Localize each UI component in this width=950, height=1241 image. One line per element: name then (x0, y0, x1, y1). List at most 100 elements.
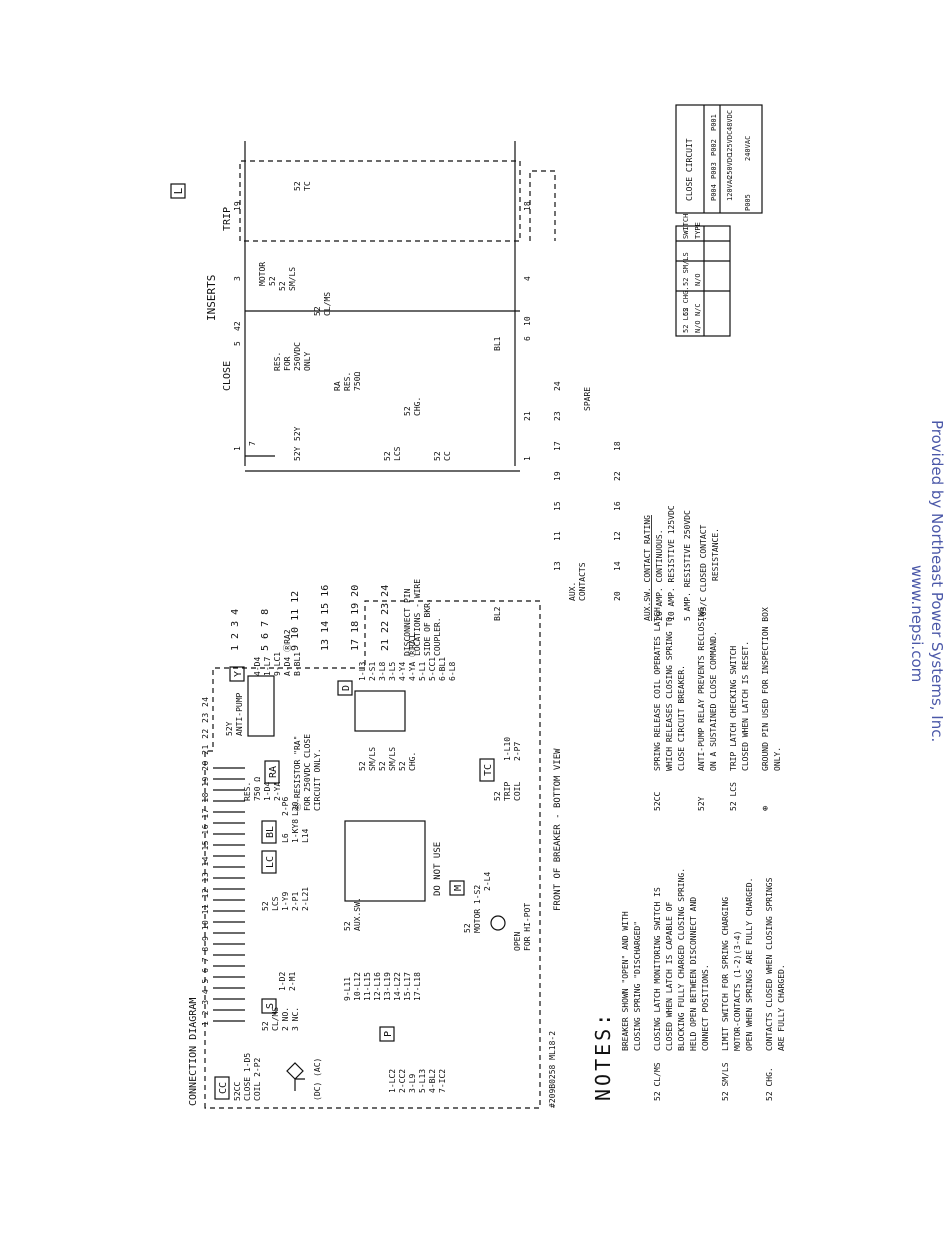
d-ref5: 4-YA ⓇRA1 (408, 634, 417, 681)
note-left0-1: CLOSED WHEN LATCH IS CAPABLE OF (665, 902, 674, 1051)
d-switch-symbol (354, 690, 406, 732)
res-note-2: 250VDC (293, 342, 302, 371)
note-right0-1: WHICH RELEASES CLOSING SPRING TO (665, 617, 674, 771)
sch-label-2: 52 (313, 306, 322, 316)
term-bot-3: 10 (523, 316, 532, 326)
ra-note0: Ⓡ-RESISTOR "RA" (293, 736, 302, 811)
note-right2-key: 52 LCS (729, 782, 738, 811)
box-ra-label: RA (268, 766, 279, 778)
s-ref1: 1-D2 (278, 972, 287, 991)
res-note-3: ONLY (303, 352, 312, 371)
cc-row3-0: P004 (710, 184, 718, 201)
disconnect-caption-1: LOCATIONS - WIRE (413, 579, 422, 656)
note-left1-1: MOTOR-CONTACTS (1-2)(3-4) (733, 931, 742, 1051)
bl-res2: 1-D4 (263, 782, 272, 801)
switch-row1-0: 52 CHG. (682, 286, 690, 316)
p-col2-2: 11-L15 (363, 972, 372, 1001)
d-label2: 52 (378, 761, 387, 771)
note-left1-0: LIMIT SWITCH FOR SPRING CHARGING (721, 897, 730, 1051)
bl-ref1: 1-KY8 (291, 819, 300, 843)
y-line1: ANTI-PUMP (235, 692, 244, 736)
sch-label-20: BL2 (493, 606, 502, 621)
note-left0-key: 52 CL/MS (653, 1062, 662, 1101)
aux-terminals: 13 11 15 19 17 23 24 14 12 16 22 18 20 (553, 381, 622, 601)
open-hipot-0: OPEN (513, 932, 522, 951)
p-col1-3: 5-L13 (418, 1069, 427, 1093)
note-left0-0: CLOSING LATCH MONITORING SWITCH IS (653, 887, 662, 1051)
cc-row1-1: 125VDC (726, 131, 734, 156)
switch-row2-1: N/O (694, 320, 702, 333)
spare-label: SPARE (583, 387, 592, 411)
tc-ref0: 1-L10 (503, 737, 512, 761)
bl-ref4: L20 (291, 801, 300, 816)
terminal-stubs (213, 767, 245, 1022)
aux-term-6: 24 (553, 381, 562, 391)
y-ref4: B-BL1 (293, 652, 302, 676)
tc-line1: TRIP (503, 782, 512, 801)
aux-term-4: 17 (553, 441, 562, 451)
box-y-label: Y (233, 671, 244, 677)
term-bot-4: 4 (523, 276, 532, 281)
p-col2-4: 13-L19 (383, 972, 392, 1001)
term-bot-1: 1 (523, 456, 532, 461)
switch-row1-1: N/C (694, 303, 702, 316)
cc-row0-1: 48VDC (726, 110, 734, 131)
aux-sw-0: 52 (343, 921, 352, 931)
box-lc (261, 850, 277, 874)
sch-label-0: 52 (278, 281, 287, 291)
ra-note1: FOR 250VDC CLOSE (303, 734, 312, 811)
bl-res0: RES. (243, 782, 252, 801)
rotated-drawing: CONNECTION DIAGRAM L 1 2 3 4 5 6 7 8 9 1… (170, 104, 786, 1109)
sch-label-9: CHG. (413, 397, 422, 416)
cc-row2-0: P003 (710, 162, 718, 179)
rating-0: 20 AMP. CONTINUOUS. (655, 529, 664, 621)
box-y (229, 666, 245, 682)
rating-4: RESISTANCE. (711, 528, 720, 581)
disconnect-caption-0: DISCONNECT PIN (403, 588, 412, 656)
sch-label-13: CC (443, 451, 452, 461)
aux-contacts-0: AUX. (568, 582, 577, 601)
cc-line3: COIL 2-P2 (253, 1057, 262, 1101)
y-ref1: 1-L7 (263, 657, 272, 676)
schematic-inserts: INSERTS (205, 275, 218, 321)
schematic-close: CLOSE (222, 361, 233, 391)
term-bot-2: 6 (523, 336, 532, 341)
box-m-label: M (453, 885, 464, 891)
note-right3-0: GROUND PIN USED FOR INSPECTION BOX (761, 607, 770, 771)
sch-label-18: 750Ω (353, 372, 362, 391)
watermark-line1: Provided by Northeast Power Systems, Inc… (928, 420, 946, 742)
d-label4: 52 (398, 761, 407, 771)
anti-pump-relay-symbol (247, 675, 275, 737)
box-p (379, 1026, 395, 1042)
front-label: FRONT OF BREAKER - BOTTOM VIEW (553, 748, 563, 911)
aux-term-7: 14 (613, 561, 622, 571)
d-ref8: 6-BL1 (438, 657, 447, 681)
notes-title: NOTES: (591, 1011, 615, 1101)
note-right0-key: 52CC (653, 792, 662, 811)
do-not-use: DO NOT USE (433, 842, 443, 896)
disconnect-caption-3: COUPLER. (433, 617, 442, 656)
box-ra (264, 760, 280, 784)
aux-term-8: 12 (613, 531, 622, 541)
lc-ref3: 2-L21 (301, 887, 310, 911)
box-l (170, 183, 186, 199)
sch-label-11: LCS (393, 446, 402, 461)
disconnect-caption-2: SIDE OF BKR. (423, 598, 432, 656)
lc-line2: LCS (271, 896, 280, 911)
d-ref4: 4-Y4 (398, 662, 407, 681)
p-col1-4: 4-BL2 (428, 1069, 437, 1093)
box-bl (261, 820, 277, 844)
sch-label-14: 52 (293, 181, 302, 191)
sch-label-4: 52 (268, 276, 277, 286)
box-tc-label: TC (483, 764, 494, 776)
term-bot-5: 18 (523, 201, 532, 211)
term-top-3: 42 (233, 321, 242, 331)
aux-term-10: 22 (613, 471, 622, 481)
drawing-number: #209B0258 ML18-2 (548, 1031, 557, 1108)
term-top-4: 3 (233, 276, 242, 281)
d-ref9: 6-L8 (448, 662, 457, 681)
term-top-5: 19 (233, 201, 242, 211)
notes-intro-1: CLOSING SPRING "DISCHARGED" (633, 921, 642, 1051)
motor-0: 52 (463, 923, 472, 933)
aux-term-0: 13 (553, 561, 562, 571)
